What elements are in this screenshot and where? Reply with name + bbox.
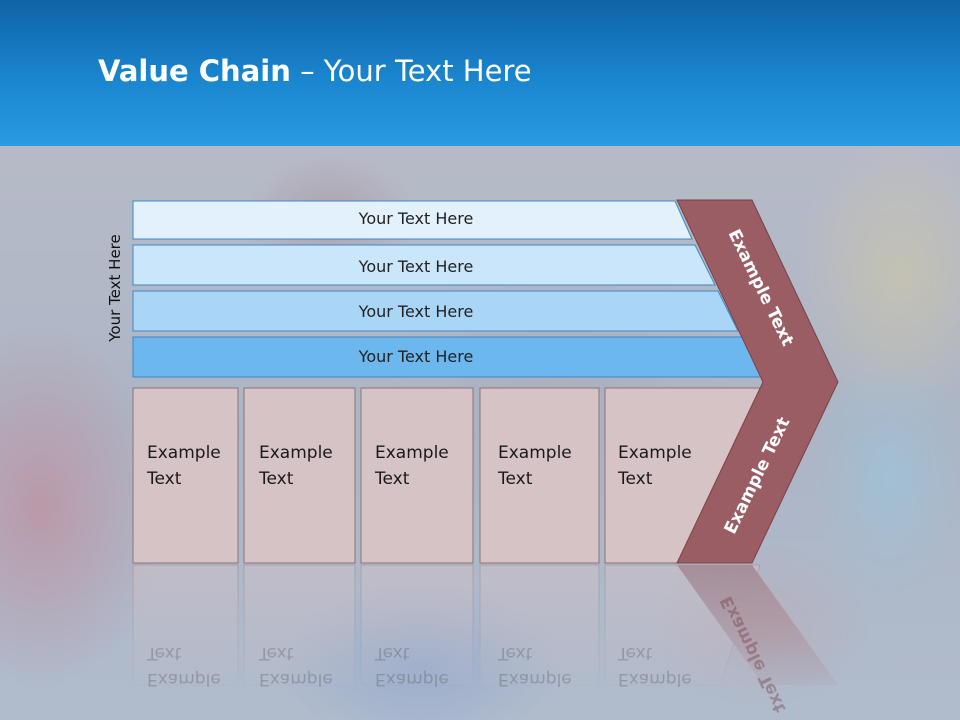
title-bold: Value Chain: [98, 54, 291, 88]
diagram-reflection: [132, 564, 838, 686]
title-rest: – Your Text Here: [290, 54, 532, 88]
reflection-label: Example: [259, 669, 333, 689]
activity-label: Text: [146, 469, 182, 489]
reflection-label: Example: [147, 669, 221, 689]
reflection-label: Example: [618, 669, 692, 689]
activity-label: Example: [259, 443, 333, 463]
chevron-shape: [676, 199, 839, 564]
activity-label: Text: [374, 469, 410, 489]
row-band: [132, 290, 739, 332]
row-label: Your Text Here: [358, 257, 474, 276]
activity-label: Example: [375, 443, 449, 463]
row-band: [132, 200, 693, 240]
activity-boxes: Example Text Example Text Example Text E…: [132, 387, 761, 564]
reflection-label: Text: [497, 643, 533, 663]
support-rows: Your Text Here Your Text Here Your Text …: [132, 200, 763, 378]
activity-label: Text: [497, 469, 533, 489]
reflection-box: [243, 564, 356, 686]
activity-label: Text: [258, 469, 294, 489]
row-band: [132, 244, 716, 286]
activity-label: Example: [147, 443, 221, 463]
reflection-label: Text: [146, 643, 182, 663]
reflection-box: [360, 564, 474, 686]
reflection-label: Example: [375, 669, 449, 689]
activity-box: [132, 387, 239, 564]
activity-box: [243, 387, 356, 564]
slide-title: Value Chain – Your Text Here: [98, 54, 532, 88]
reflection-label: Example: [498, 669, 572, 689]
reflection-label: Text: [617, 643, 653, 663]
activity-label: Example: [498, 443, 572, 463]
row-label: Your Text Here: [358, 347, 474, 366]
reflection-label: Text: [258, 643, 294, 663]
activity-label: Text: [617, 469, 653, 489]
reflection-box: [479, 564, 600, 686]
row-label: Your Text Here: [358, 209, 474, 228]
activity-label: Example: [618, 443, 692, 463]
activity-box: [360, 387, 474, 564]
reflection-chevron: [677, 565, 838, 685]
reflection-label: Text: [374, 643, 410, 663]
title-banner: [0, 0, 960, 146]
row-label: Your Text Here: [358, 302, 474, 321]
activity-box: [479, 387, 600, 564]
reflection-box: [132, 564, 239, 686]
